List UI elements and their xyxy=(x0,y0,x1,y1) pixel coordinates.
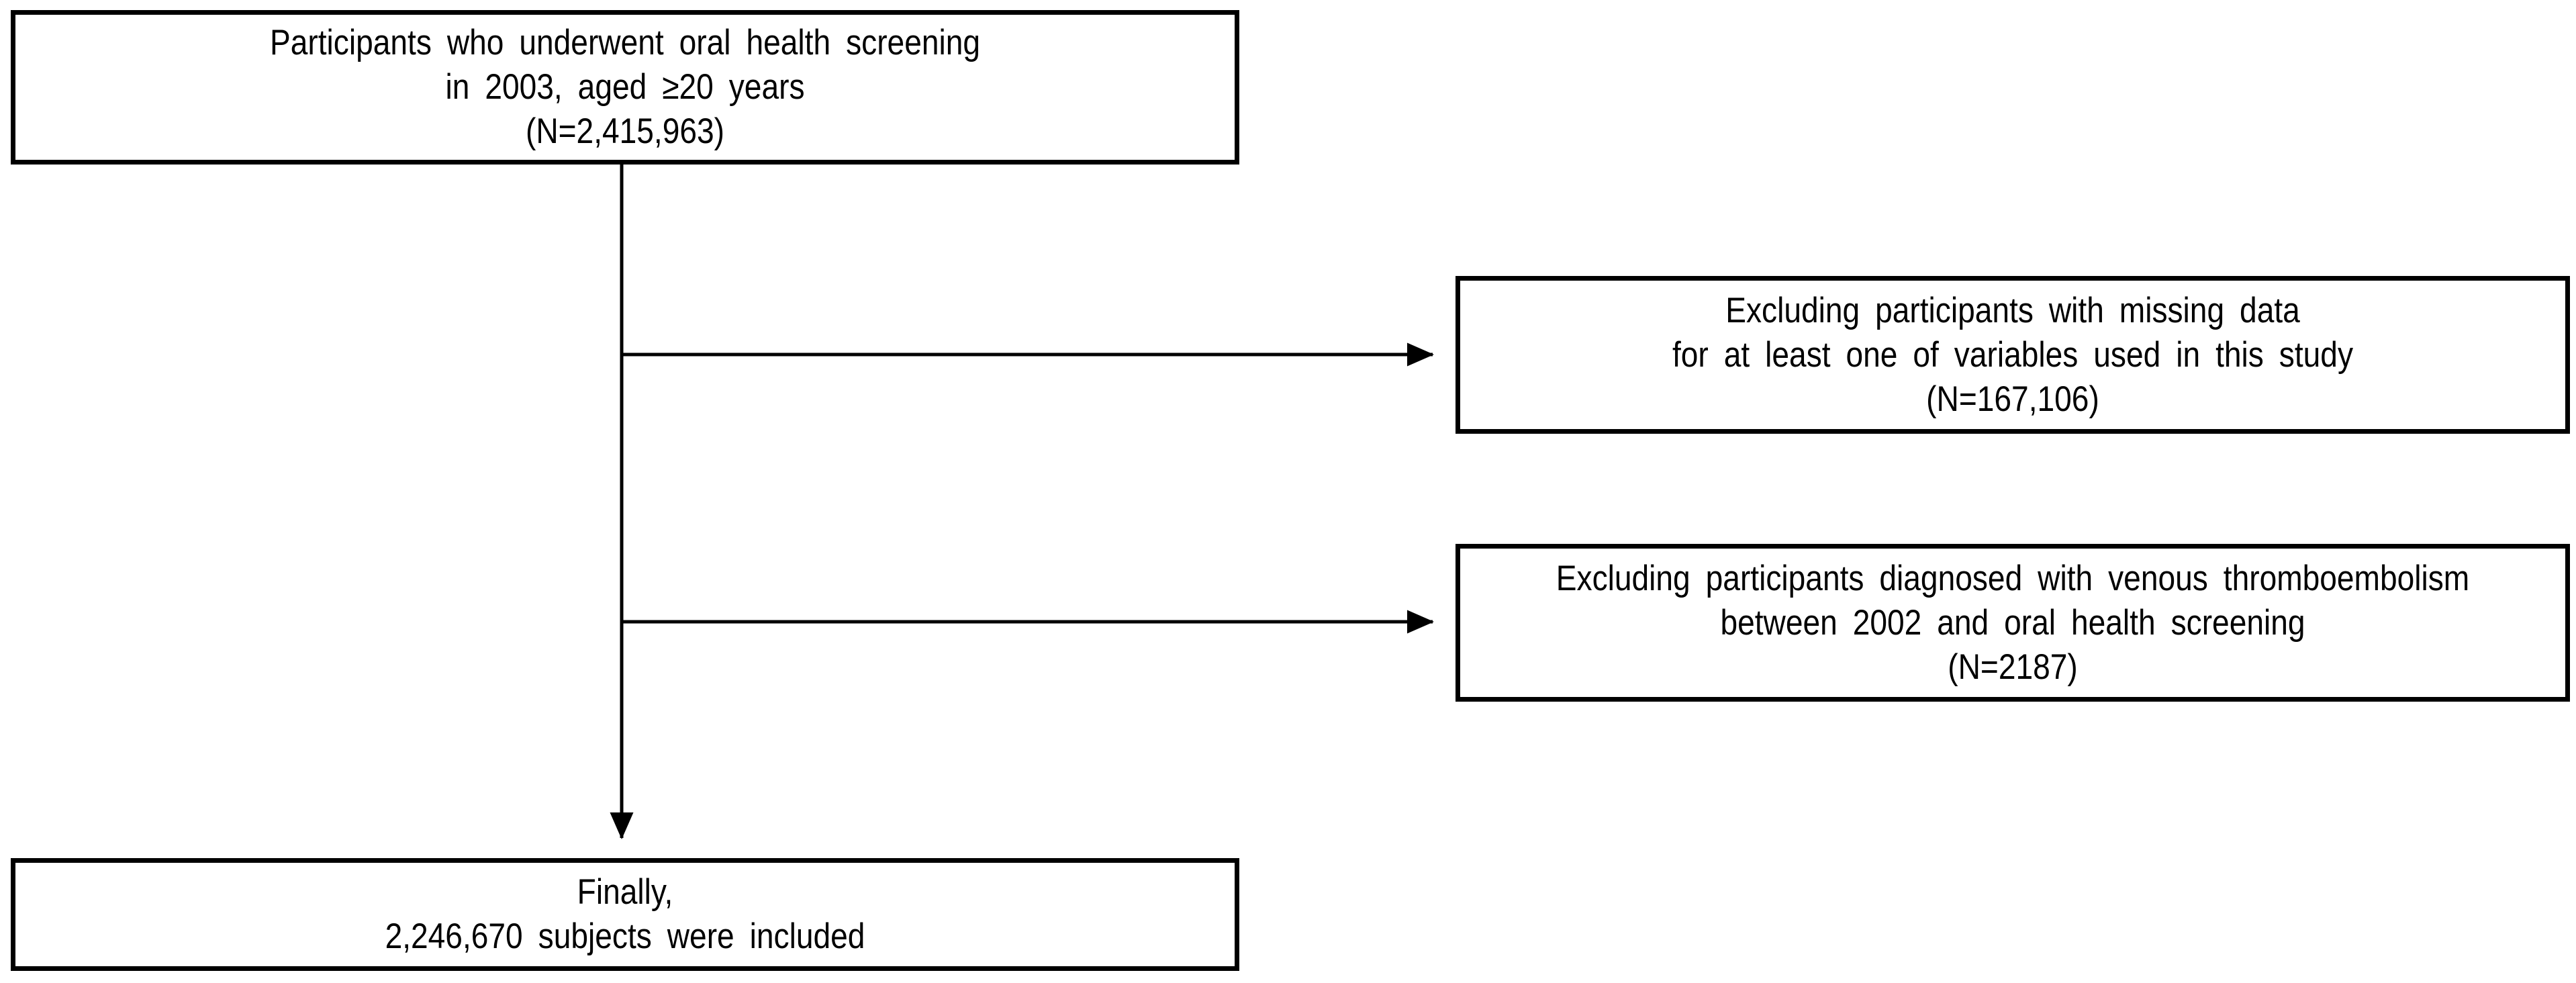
exclusion1-line-1: Excluding participants with missing data xyxy=(1725,290,2300,330)
source-count: (N=2,415,963) xyxy=(525,111,725,151)
exclusion2-count: (N=2187) xyxy=(1948,647,2078,687)
final-line-1: Finally, xyxy=(577,872,673,912)
box-exclusion-vte: Excluding participants diagnosed with ve… xyxy=(1456,544,2570,702)
source-line-2: in 2003, aged ≥20 years xyxy=(445,67,805,107)
box-source-population: Participants who underwent oral health s… xyxy=(11,10,1239,165)
exclusion2-line-1: Excluding participants diagnosed with ve… xyxy=(1556,558,2470,598)
box-exclusion-missing-data: Excluding participants with missing data… xyxy=(1456,276,2570,434)
final-count: 2,246,670 subjects were included xyxy=(385,917,865,956)
exclusion1-line-2: for at least one of variables used in th… xyxy=(1672,334,2354,375)
exclusion1-count: (N=167,106) xyxy=(1926,379,2099,419)
box-final-cohort: Finally, 2,246,670 subjects were include… xyxy=(11,858,1239,971)
exclusion2-line-2: between 2002 and oral health screening xyxy=(1720,602,2305,643)
source-line-1: Participants who underwent oral health s… xyxy=(269,23,981,62)
